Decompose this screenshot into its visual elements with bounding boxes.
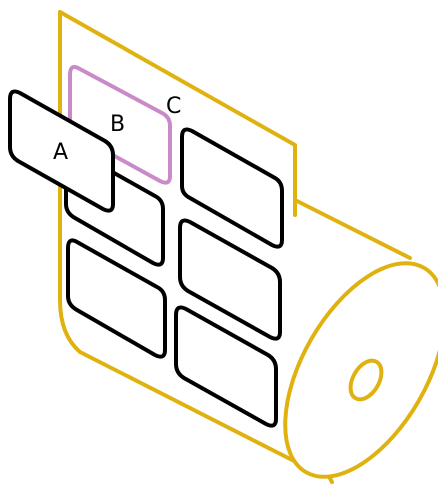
label-row2-right bbox=[178, 218, 282, 341]
roll-core-hole bbox=[348, 358, 384, 402]
label-b: B bbox=[68, 64, 172, 185]
label-c-letter: C bbox=[166, 94, 181, 119]
label-b-letter: B bbox=[110, 112, 125, 137]
label-a-letter: A bbox=[53, 140, 68, 165]
roll-end-cap bbox=[283, 261, 438, 479]
backing-sheet bbox=[58, 10, 302, 466]
label-row3-right bbox=[174, 305, 278, 428]
label-row1-right bbox=[180, 127, 284, 249]
label-row3-left bbox=[66, 238, 167, 359]
roll-cylinder bbox=[283, 198, 438, 484]
label-a: A bbox=[8, 89, 115, 213]
